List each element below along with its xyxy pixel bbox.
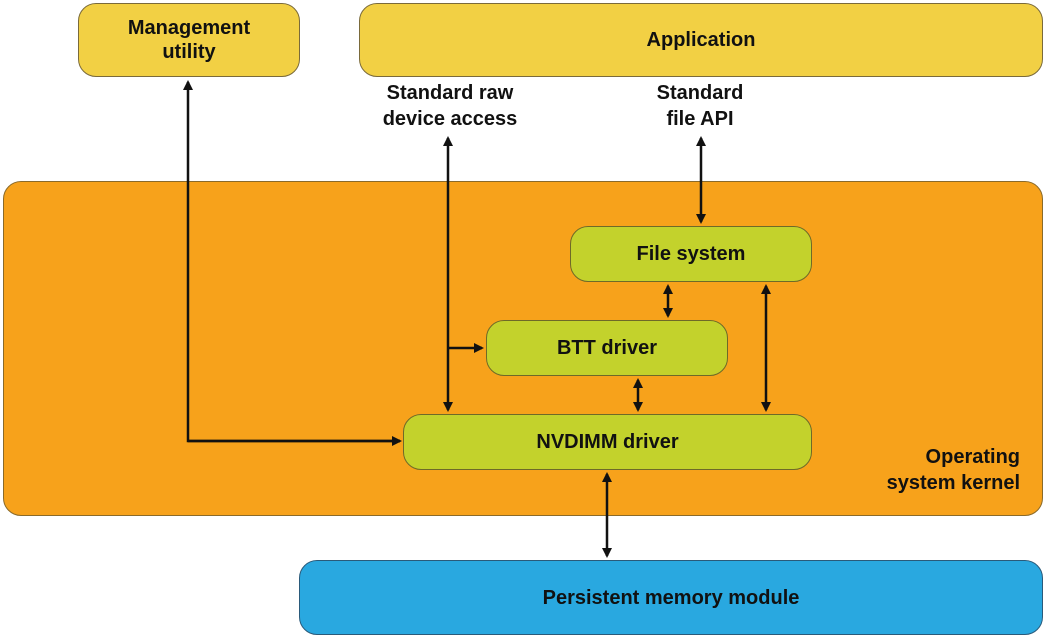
file-system-label: File system [636,243,746,265]
file-api-line1: Standard [656,82,744,104]
kernel-label-line1: Operating [925,446,1020,468]
nvdimm-driver-node: NVDIMM driver [403,414,812,470]
raw-access-line1: Standard raw [386,82,514,104]
raw-access-label: Standard raw device access [360,80,540,132]
file-api-label: Standard file API [620,80,780,132]
mgmt-label-line1: Management [127,17,251,39]
file-api-line2: file API [666,108,734,130]
nvdimm-driver-label: NVDIMM driver [536,431,679,453]
mgmt-label-line2: utility [162,41,216,63]
application-node: Application [359,3,1043,77]
os-kernel-label: Operating system kernel [880,444,1020,496]
raw-access-line2: device access [382,108,518,130]
management-utility-node: Management utility [78,3,300,77]
btt-driver-label: BTT driver [556,337,658,359]
persistent-memory-node: Persistent memory module [299,560,1043,635]
file-system-node: File system [570,226,812,282]
kernel-label-line2: system kernel [886,472,1020,494]
persistent-memory-label: Persistent memory module [542,586,800,609]
application-label: Application [646,29,756,51]
btt-driver-node: BTT driver [486,320,728,376]
